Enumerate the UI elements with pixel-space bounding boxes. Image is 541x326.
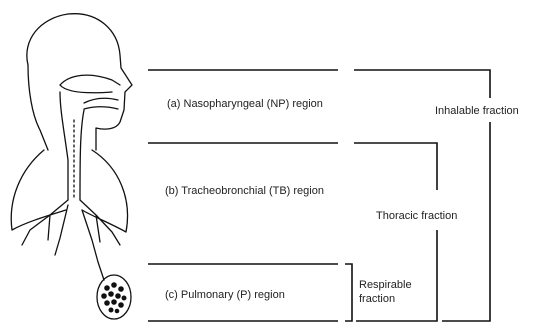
alveoli-icon [97, 275, 131, 319]
respirable-fraction-label-line1: Respirable [359, 279, 412, 291]
thoracic-fraction-label: Thoracic fraction [376, 210, 457, 222]
pulmonary-region-label: (c) Pulmonary (P) region [165, 289, 285, 301]
bronchial-tree-icon [11, 150, 127, 280]
nasal-cavity-icon [60, 75, 120, 109]
tracheobronchial-region-label: (b) Tracheobronchial (TB) region [165, 185, 324, 197]
respirable-fraction-label-line2: fraction [359, 293, 395, 305]
inhalable-fraction-label: Inhalable fraction [435, 105, 519, 117]
nasopharyngeal-region-label: (a) Nasopharyngeal (NP) region [167, 98, 323, 110]
inhalable-bracket [354, 70, 490, 98]
respirable-bracket [345, 264, 352, 321]
thoracic-bracket-lower [356, 230, 437, 321]
thoracic-bracket [354, 143, 437, 190]
trachea-icon [60, 92, 84, 200]
head-profile-icon [27, 14, 132, 150]
